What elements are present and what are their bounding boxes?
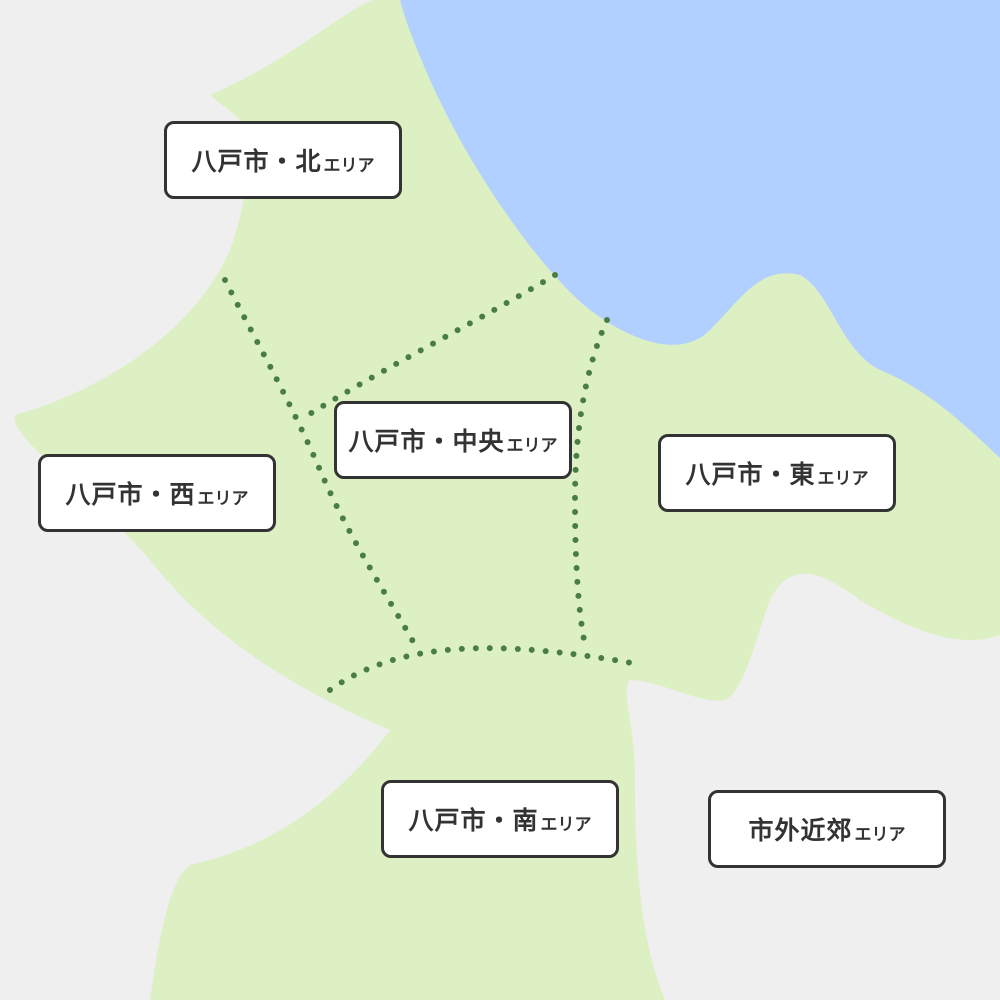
area-name: 市外近郊 — [748, 816, 853, 845]
area-suffix: エリア — [854, 824, 906, 845]
area-suffix: エリア — [506, 435, 558, 456]
area-name: 八戸市・南 — [408, 806, 539, 835]
boundary-north-west — [222, 277, 418, 648]
area-suffix: エリア — [817, 468, 869, 489]
area-name: 八戸市・西 — [65, 480, 196, 509]
area-name: 八戸市・東 — [685, 460, 816, 489]
sea-region — [400, 0, 1000, 458]
area-suffix: エリア — [323, 155, 375, 176]
area-button-south[interactable]: 八戸市・南エリア — [381, 780, 619, 858]
area-button-central[interactable]: 八戸市・中央エリア — [334, 401, 572, 479]
area-name: 八戸市・北 — [191, 147, 322, 176]
area-suffix: エリア — [540, 814, 592, 835]
area-suffix: エリア — [197, 488, 249, 509]
area-button-west[interactable]: 八戸市・西エリア — [38, 454, 276, 532]
district-boundaries — [222, 272, 635, 693]
area-button-suburbs[interactable]: 市外近郊エリア — [708, 790, 946, 868]
boundary-central-east — [571, 317, 610, 648]
area-button-north[interactable]: 八戸市・北エリア — [164, 121, 402, 199]
area-name: 八戸市・中央 — [348, 427, 505, 456]
area-button-east[interactable]: 八戸市・東エリア — [658, 434, 896, 512]
